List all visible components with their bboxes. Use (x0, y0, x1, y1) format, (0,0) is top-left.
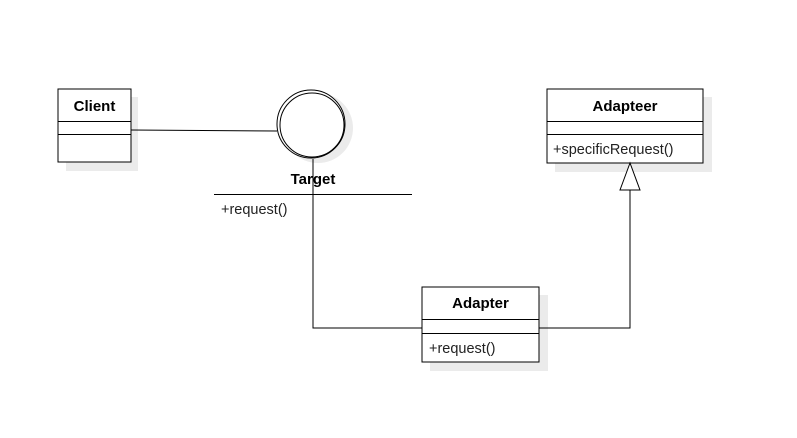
adapteer-class[interactable]: Adapteer +specificRequest() (546, 88, 712, 172)
adapteer-class-name: Adapteer (592, 98, 657, 115)
target-interface-circle-inner (279, 92, 345, 158)
client-box (57, 88, 132, 163)
client-target-association (130, 129, 278, 132)
adapter-target-realization (312, 159, 422, 329)
target-interface-member-request: +request() (221, 202, 288, 218)
client-class[interactable]: Client (57, 88, 138, 171)
adapter-adapteer-generalization (539, 190, 631, 329)
client-class-name: Client (74, 98, 116, 115)
target-interface[interactable]: Target +request() (214, 89, 412, 218)
adapter-member-request: +request() (429, 341, 496, 357)
generalization-arrowhead (619, 161, 641, 191)
adapteer-box (546, 88, 704, 164)
adapter-class[interactable]: Adapter +request() (421, 286, 548, 371)
adapter-box (421, 286, 540, 363)
adapter-class-name: Adapter (452, 295, 509, 312)
adapteer-member-specific-request: +specificRequest() (553, 142, 673, 158)
